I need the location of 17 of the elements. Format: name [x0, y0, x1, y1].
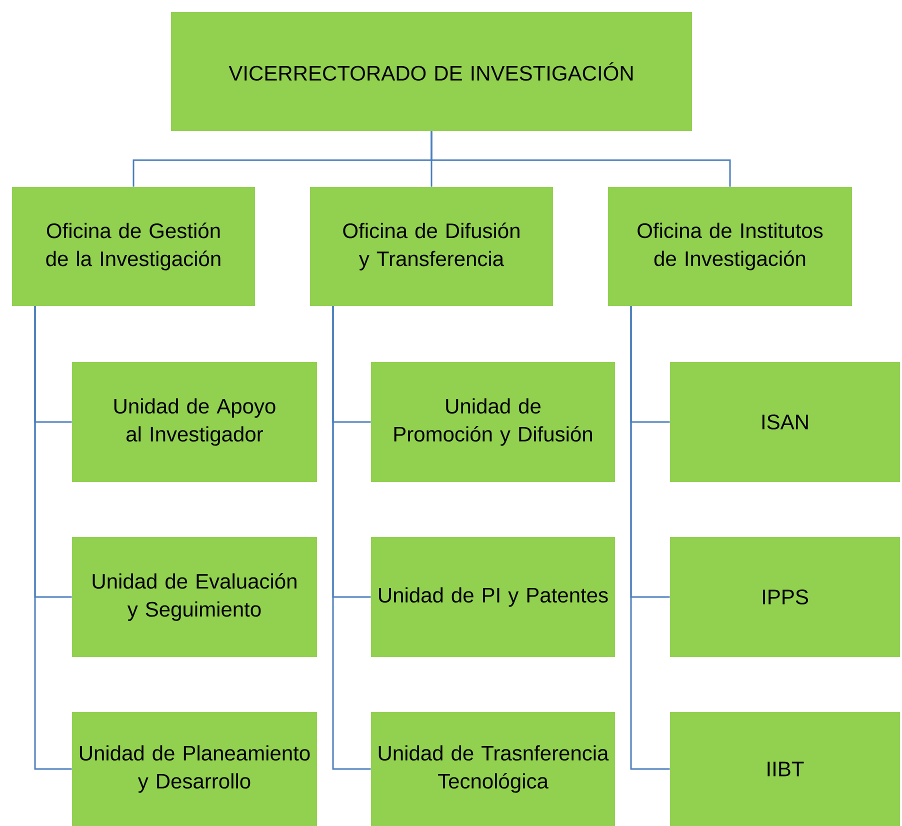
office-box: Oficina de Gestión de la Investigación: [12, 186, 255, 306]
unit-box: Unidad de Promoción y Difusión: [371, 362, 615, 482]
office-box: Oficina de Difusión y Transferencia: [310, 186, 553, 306]
connector-line: [630, 306, 670, 770]
unit-box: Unidad de Trasnferencia Tecnológica: [371, 712, 615, 826]
unit-box: IPPS: [670, 536, 900, 657]
unit-box: Unidad de Apoyo al Investigador: [72, 362, 317, 482]
connector-line: [34, 306, 72, 770]
office-box: Oficina de Institutos de Investigación: [608, 186, 852, 306]
unit-box: IIBT: [670, 712, 900, 826]
unit-box: ISAN: [670, 362, 900, 482]
unit-box: Unidad de Evaluación y Seguimiento: [72, 536, 317, 657]
connector-line: [430, 131, 731, 187]
heading-box: VICERRECTORADO DE INVESTIGACIÓN: [171, 12, 692, 131]
connector-line: [332, 306, 371, 770]
unit-box: Unidad de Planeamiento y Desarrollo: [72, 712, 317, 826]
unit-box: Unidad de PI y Patentes: [371, 536, 615, 657]
